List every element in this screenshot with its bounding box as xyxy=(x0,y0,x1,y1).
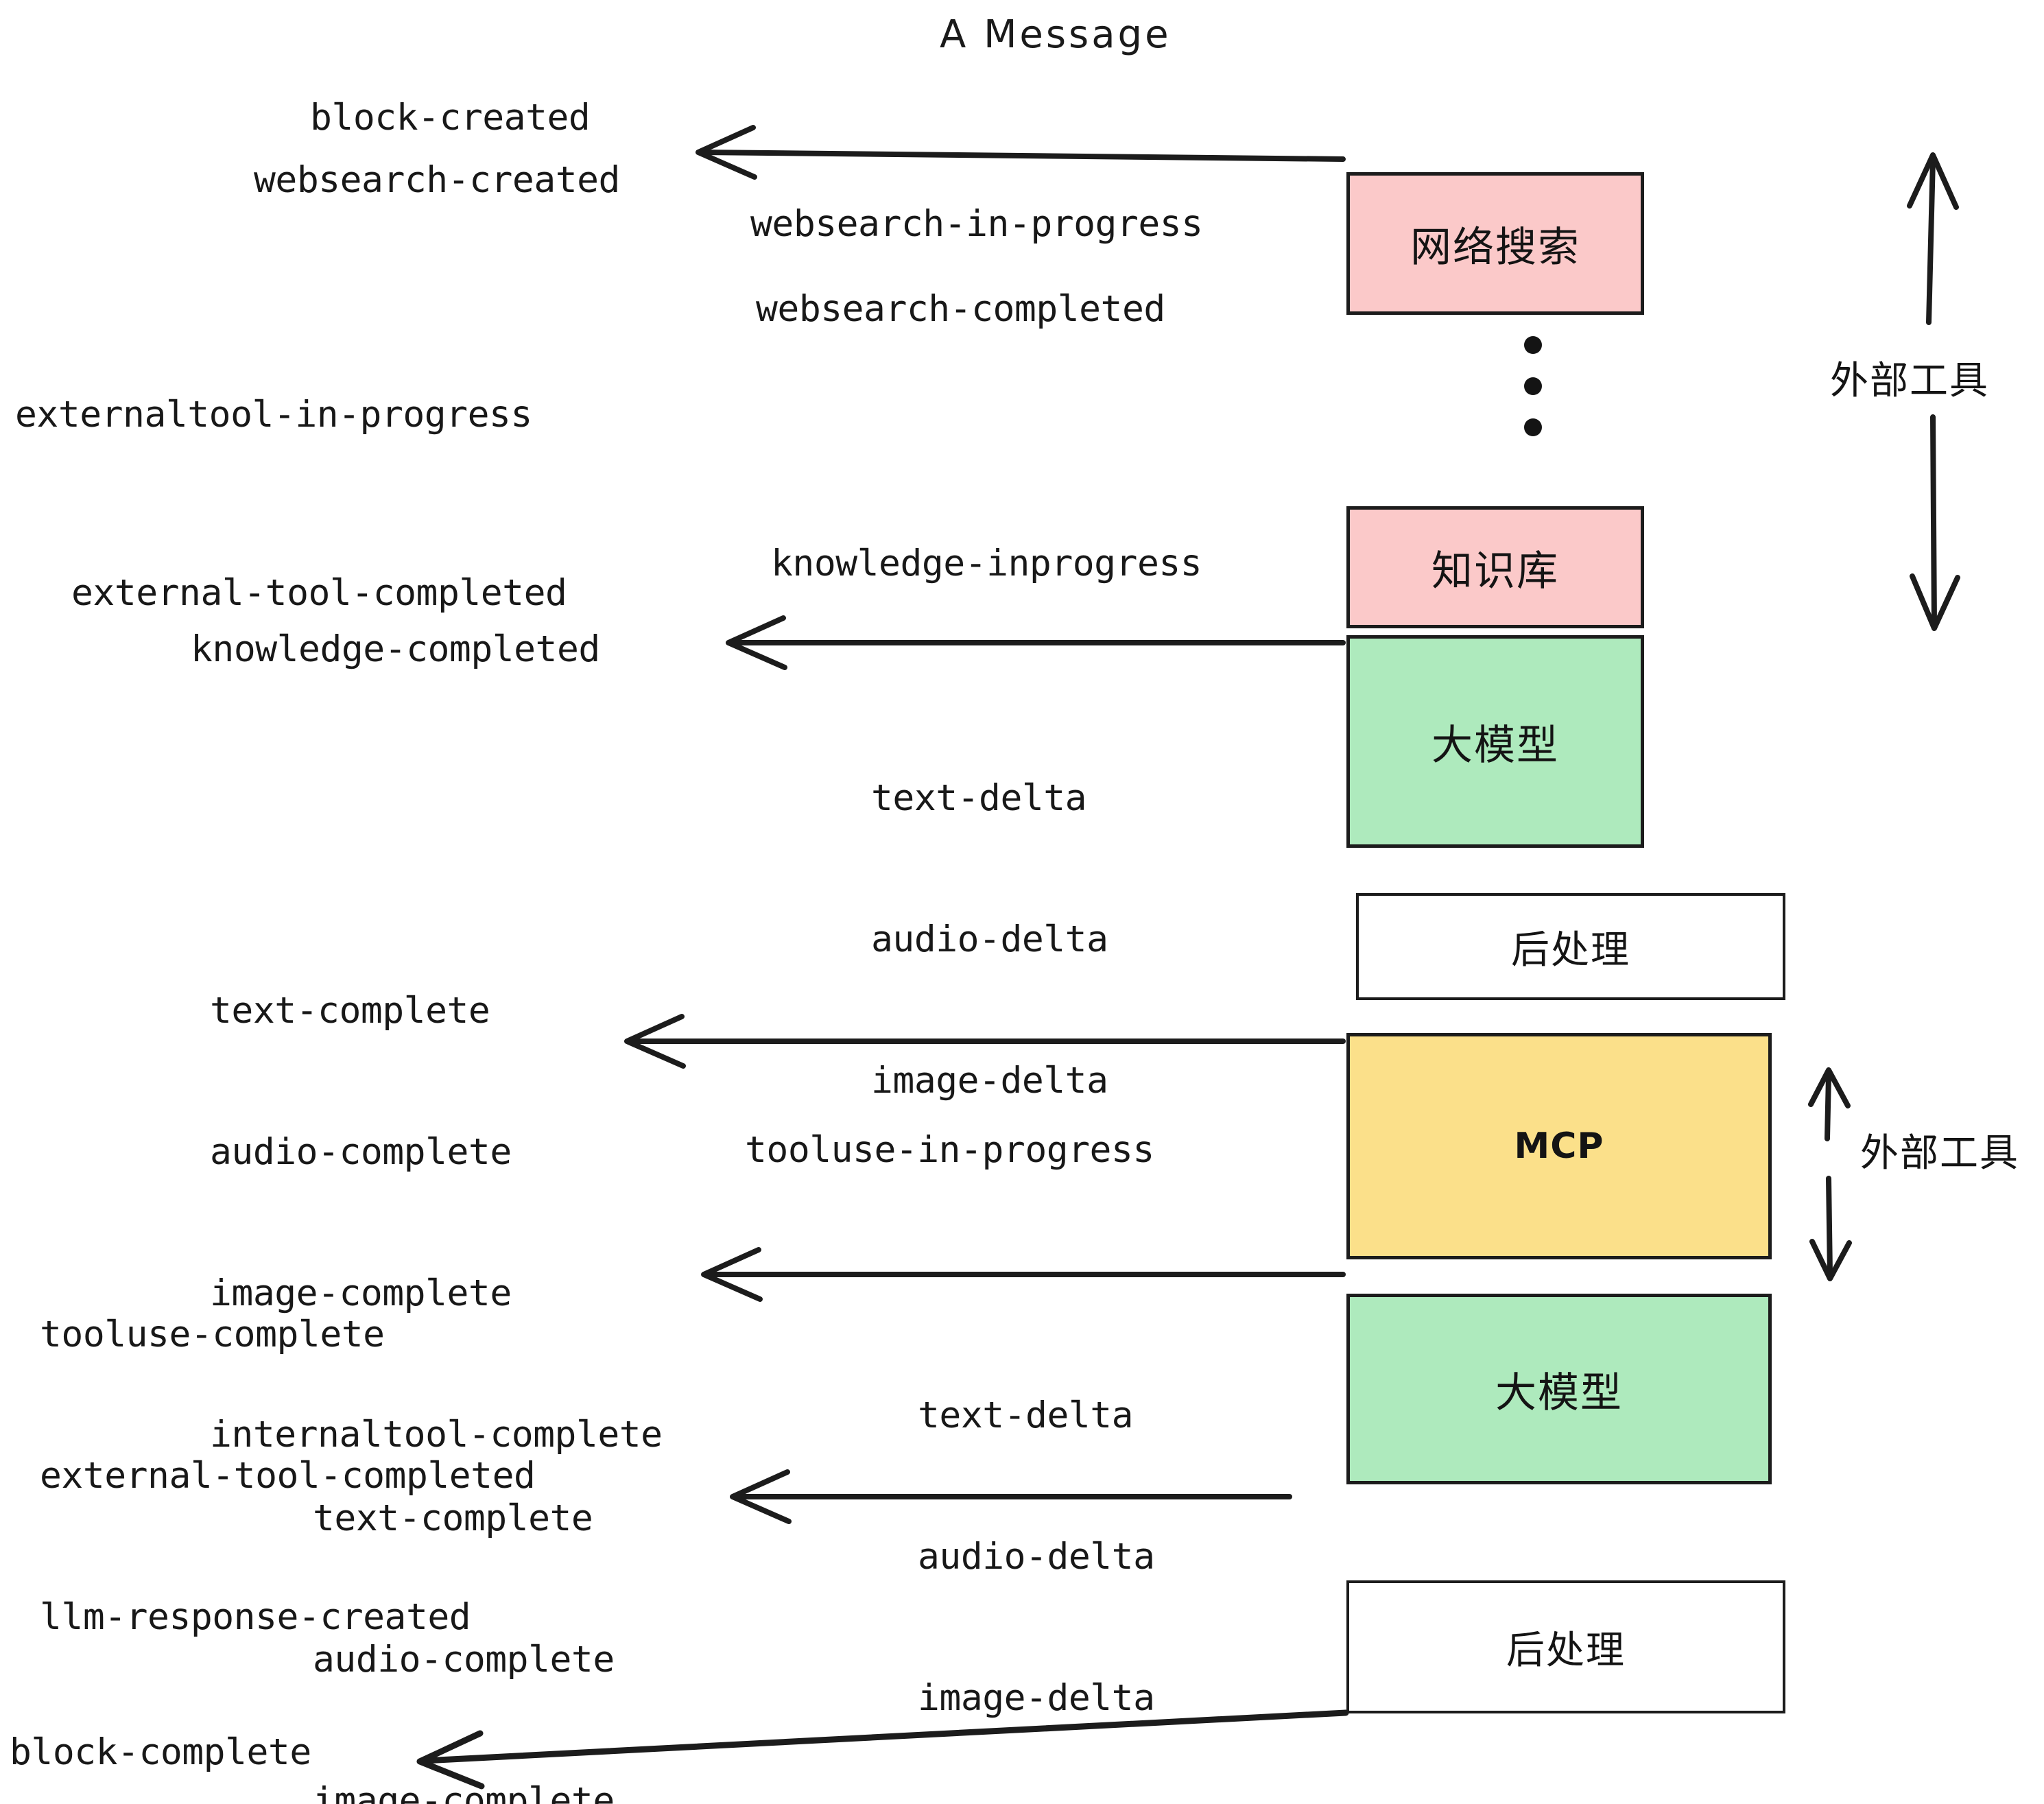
node-llm-1[interactable]: 大模型 xyxy=(1346,635,1644,848)
event-websearch-created: websearch-created xyxy=(254,159,620,201)
event-text-complete: text-complete xyxy=(210,990,490,1032)
node-llm-1-label: 大模型 xyxy=(1431,721,1559,770)
node-knowledge-label: 知识库 xyxy=(1431,547,1559,595)
event-group-llm2-deltas: text-delta audio-delta image-delta xyxy=(918,1303,1155,1804)
node-llm-2[interactable]: 大模型 xyxy=(1346,1294,1772,1484)
event-text-delta-2: text-delta xyxy=(918,1394,1134,1436)
bracket-arrow-external-tools-mcp xyxy=(1808,1067,1852,1281)
node-mcp[interactable]: MCP xyxy=(1346,1033,1772,1259)
event-llm-response-created: llm-response-created xyxy=(40,1596,471,1638)
event-audio-delta: audio-delta xyxy=(871,918,1108,960)
event-external-tool-completed-1: external-tool-completed xyxy=(71,572,567,614)
node-websearch-label: 网络搜索 xyxy=(1410,223,1580,272)
arrow-knowledge-to-knowledge-completed xyxy=(726,615,1346,670)
node-knowledge[interactable]: 知识库 xyxy=(1346,506,1644,628)
event-image-delta: image-delta xyxy=(871,1060,1108,1102)
event-tooluse-in-progress: tooluse-in-progress xyxy=(745,1129,1154,1171)
event-websearch-in-progress: websearch-in-progress xyxy=(750,203,1203,245)
event-image-complete-2: image-complete xyxy=(313,1780,615,1804)
event-knowledge-completed: knowledge-completed xyxy=(191,628,600,670)
side-label-external-tools-top: 外部工具 xyxy=(1830,359,1989,403)
event-block-complete: block-complete xyxy=(10,1731,311,1773)
event-audio-complete: audio-complete xyxy=(210,1131,512,1173)
event-image-complete: image-complete xyxy=(210,1272,512,1314)
event-group-postprocess2-completes: text-complete audio-complete image-compl… xyxy=(313,1406,765,1804)
event-block-created: block-created xyxy=(310,97,591,139)
event-internaltool-complete: internaltool-complete xyxy=(210,1414,663,1456)
event-externaltool-in-progress: externaltool-in-progress xyxy=(15,394,532,436)
node-postprocess-2-label: 后处理 xyxy=(1506,1628,1626,1673)
event-group-tooluse-block: tooluse-complete external-tool-completed… xyxy=(40,1222,536,1730)
event-text-delta: text-delta xyxy=(871,777,1087,819)
event-image-delta-2: image-delta xyxy=(918,1677,1155,1719)
node-mcp-label: MCP xyxy=(1514,1126,1604,1167)
event-knowledge-inprogress: knowledge-inprogress xyxy=(771,543,1202,584)
vertical-ellipsis-icon xyxy=(1524,336,1545,453)
event-tooluse-complete: tooluse-complete xyxy=(40,1314,385,1355)
event-group-postprocess1-completes: text-complete audio-complete image-compl… xyxy=(210,899,663,1547)
event-websearch-completed: websearch-completed xyxy=(756,288,1165,330)
event-audio-delta-2: audio-delta xyxy=(918,1536,1155,1578)
event-text-complete-2: text-complete xyxy=(313,1497,593,1539)
node-postprocess-1-label: 后处理 xyxy=(1511,927,1630,973)
node-websearch[interactable]: 网络搜索 xyxy=(1346,172,1644,315)
arrow-mcp-to-tooluse-complete xyxy=(701,1247,1346,1302)
arrow-websearch-to-block-created xyxy=(696,125,1346,180)
page-title: A Message xyxy=(940,12,1172,57)
node-postprocess-2[interactable]: 后处理 xyxy=(1346,1580,1785,1713)
event-external-tool-completed-2: external-tool-completed xyxy=(40,1455,536,1497)
side-label-external-tools-mcp: 外部工具 xyxy=(1860,1131,2019,1176)
node-llm-2-label: 大模型 xyxy=(1495,1368,1623,1417)
event-group-llm1-deltas: text-delta audio-delta image-delta xyxy=(871,686,1108,1194)
node-postprocess-1[interactable]: 后处理 xyxy=(1356,893,1785,1000)
event-audio-complete-2: audio-complete xyxy=(313,1639,615,1681)
